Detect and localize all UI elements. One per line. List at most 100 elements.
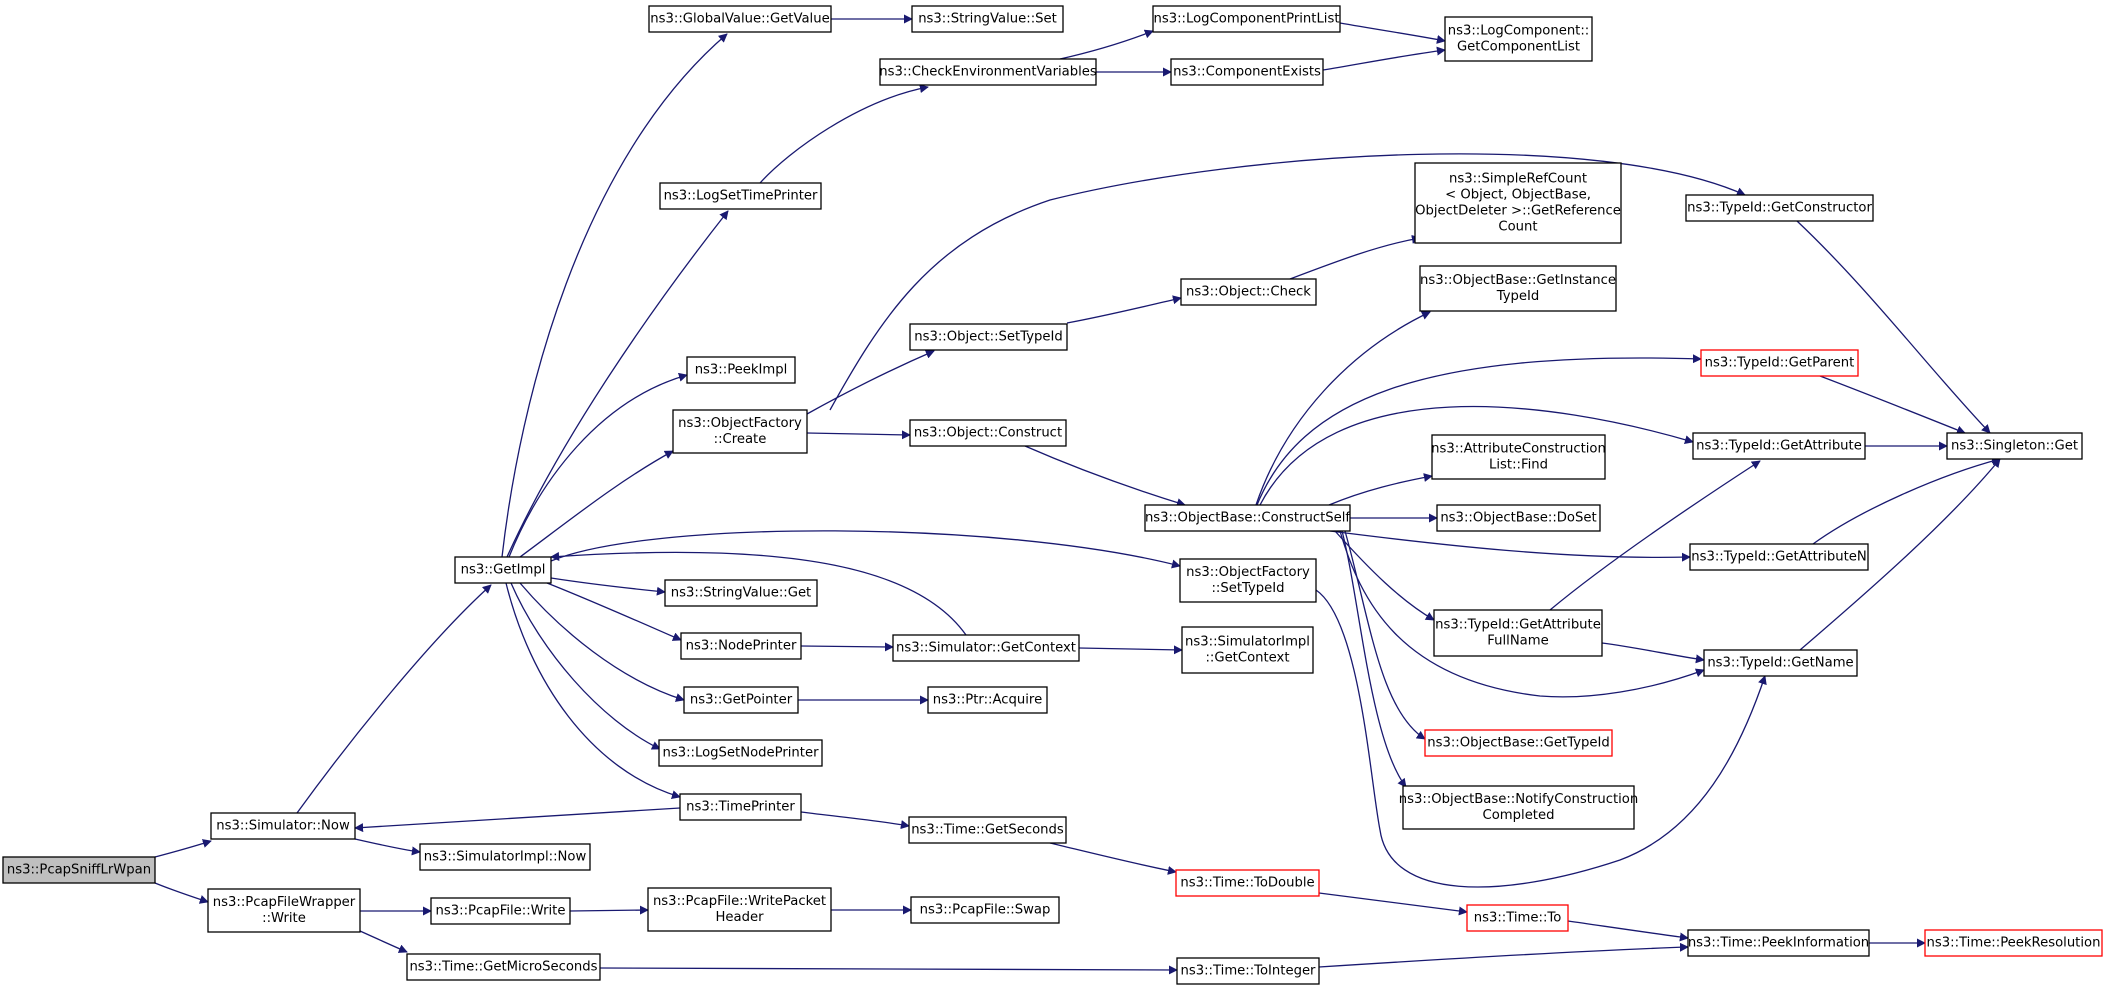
node-label: ns3::TypeId::GetName xyxy=(1707,656,1853,671)
node-box xyxy=(908,816,1067,844)
edge-simnow-to-getimpl xyxy=(296,584,492,814)
edge-line xyxy=(510,582,661,750)
edge-line xyxy=(505,582,681,799)
node-box xyxy=(909,323,1068,351)
node-label: ns3::TypeId::GetAttribute xyxy=(1435,618,1601,633)
node-label: ns3::SimulatorImpl xyxy=(1185,635,1310,650)
node-simnow[interactable]: ns3::Simulator::Now xyxy=(210,812,356,840)
edge-ofcreate-to-tidgetctor xyxy=(829,153,1746,411)
node-box xyxy=(909,419,1067,447)
node-svget[interactable]: ns3::StringValue::Get xyxy=(664,579,818,607)
edge-obconstructself-to-tidgetattr xyxy=(1259,405,1694,506)
node-tidgetname[interactable]: ns3::TypeId::GetName xyxy=(1703,649,1858,677)
node-todouble[interactable]: ns3::Time::ToDouble xyxy=(1175,869,1320,897)
node-label: ns3::ObjectBase::ConstructSelf xyxy=(1145,511,1350,526)
edge-simgetctx-to-getimpl xyxy=(550,551,967,636)
node-simgetctx[interactable]: ns3::Simulator::GetContext xyxy=(892,634,1080,662)
node-tidgetparent[interactable]: ns3::TypeId::GetParent xyxy=(1700,349,1859,377)
node-tidgetattr[interactable]: ns3::TypeId::GetAttribute xyxy=(1692,432,1866,460)
node-logsetnode[interactable]: ns3::LogSetNodePrinter xyxy=(658,739,823,767)
node-nodeprinter[interactable]: ns3::NodePrinter xyxy=(680,632,802,660)
edge-line xyxy=(1322,46,1446,71)
edge-getimpl-to-ofsettid xyxy=(550,530,1181,569)
edge-getimpl-to-getpointer xyxy=(519,582,685,702)
edge-getimpl-to-gvget xyxy=(501,33,728,558)
node-srcgrc[interactable]: ns3::SimpleRefCount< Object, ObjectBase,… xyxy=(1414,162,1622,244)
node-gvget[interactable]: ns3::GlobalValue::GetValue xyxy=(648,5,832,33)
node-label: ns3::LogComponent:: xyxy=(1448,24,1590,39)
node-getimpl[interactable]: ns3::GetImpl xyxy=(454,556,552,584)
node-objcheck[interactable]: ns3::Object::Check xyxy=(1180,278,1317,306)
node-getseconds[interactable]: ns3::Time::GetSeconds xyxy=(908,816,1067,844)
edge-tidgetparent-to-singletonget xyxy=(1819,375,1966,435)
node-label: ns3::PeekImpl xyxy=(695,363,788,378)
node-label: ns3::LogComponentPrintList xyxy=(1153,12,1339,27)
node-label: ::Write xyxy=(262,911,306,926)
node-objsettid[interactable]: ns3::Object::SetTypeId xyxy=(909,323,1068,351)
node-ofcreate[interactable]: ns3::ObjectFactory::Create xyxy=(672,409,808,454)
node-singletonget[interactable]: ns3::Singleton::Get xyxy=(1946,432,2083,460)
node-timeprinter[interactable]: ns3::TimePrinter xyxy=(679,793,802,821)
edge-ofsettid-to-tidgetname xyxy=(1315,589,1767,888)
edge-line xyxy=(829,153,1746,411)
node-tointeger[interactable]: ns3::Time::ToInteger xyxy=(1176,957,1320,985)
edge-line xyxy=(1812,456,2001,545)
node-getpointer[interactable]: ns3::GetPointer xyxy=(683,686,799,714)
node-getmicro[interactable]: ns3::Time::GetMicroSeconds xyxy=(406,953,601,981)
node-peekinfo[interactable]: ns3::Time::PeekInformation xyxy=(1687,929,1870,957)
node-box xyxy=(910,896,1060,924)
node-peekres[interactable]: ns3::Time::PeekResolution xyxy=(1924,929,2103,957)
node-compexists[interactable]: ns3::ComponentExists xyxy=(1170,58,1324,86)
node-obgettid[interactable]: ns3::ObjectBase::GetTypeId xyxy=(1424,729,1613,757)
edge-line xyxy=(1315,589,1767,888)
node-logcpl[interactable]: ns3::LogComponentPrintList xyxy=(1152,5,1341,33)
edge-line xyxy=(569,905,649,915)
node-tidgetattrn[interactable]: ns3::TypeId::GetAttributeN xyxy=(1689,543,1869,571)
node-box xyxy=(1431,434,1606,480)
node-label: GetComponentList xyxy=(1457,40,1580,55)
edge-line xyxy=(1339,530,1705,698)
node-box xyxy=(1444,16,1593,62)
node-logsettime[interactable]: ns3::LogSetTimePrinter xyxy=(659,182,822,210)
edge-pcapsniff-to-pfwwrite xyxy=(154,882,209,904)
node-pfwrite[interactable]: ns3::PcapFile::Write xyxy=(430,897,571,925)
node-simimplctx[interactable]: ns3::SimulatorImpl::GetContext xyxy=(1181,626,1314,674)
edge-obconstructself-to-obnotify xyxy=(1341,530,1407,788)
edge-getmicro-to-tointeger xyxy=(599,965,1178,975)
node-tidgetctor[interactable]: ns3::TypeId::GetConstructor xyxy=(1685,194,1874,222)
edge-line xyxy=(1289,234,1421,280)
node-ofsettid[interactable]: ns3::ObjectFactory::SetTypeId xyxy=(1179,558,1317,603)
node-checkenv[interactable]: ns3::CheckEnvironmentVariables xyxy=(879,58,1097,86)
node-simimplnow[interactable]: ns3::SimulatorImpl::Now xyxy=(419,843,591,871)
edge-tointeger-to-peekinfo xyxy=(1318,942,1689,968)
node-box xyxy=(419,843,591,871)
edge-logcpl-to-lcgcl xyxy=(1339,22,1446,44)
node-objconstruct[interactable]: ns3::Object::Construct xyxy=(909,419,1067,447)
node-obnotify[interactable]: ns3::ObjectBase::NotifyConstructionCompl… xyxy=(1399,785,1638,830)
node-box xyxy=(679,793,802,821)
edge-pfwrite-to-pfwph xyxy=(569,905,649,915)
edge-obconstructself-to-tidgetparent xyxy=(1256,354,1702,506)
edge-line xyxy=(1329,530,1691,562)
node-pfswap[interactable]: ns3::PcapFile::Swap xyxy=(910,896,1060,924)
node-label: ns3::LogSetNodePrinter xyxy=(662,746,819,761)
node-obdoset[interactable]: ns3::ObjectBase::DoSet xyxy=(1436,504,1601,532)
node-pfwwrite[interactable]: ns3::PcapFileWrapper::Write xyxy=(207,888,361,933)
node-obconstructself[interactable]: ns3::ObjectBase::ConstructSelf xyxy=(1144,504,1351,532)
edge-getimpl-to-peekimpl xyxy=(508,372,688,558)
node-ptracquire[interactable]: ns3::Ptr::Acquire xyxy=(927,686,1048,714)
node-box xyxy=(1946,432,2083,460)
node-box xyxy=(406,953,601,981)
node-lcgcl[interactable]: ns3::LogComponent::GetComponentList xyxy=(1444,16,1593,62)
node-peekimpl[interactable]: ns3::PeekImpl xyxy=(686,356,796,384)
edge-getimpl-to-svget xyxy=(550,577,666,596)
node-timeto[interactable]: ns3::Time::To xyxy=(1466,904,1569,932)
node-svset[interactable]: ns3::StringValue::Set xyxy=(911,5,1064,33)
edge-line xyxy=(800,642,894,652)
node-pcapsniff[interactable]: ns3::PcapSniffLrWpan xyxy=(2,856,156,884)
